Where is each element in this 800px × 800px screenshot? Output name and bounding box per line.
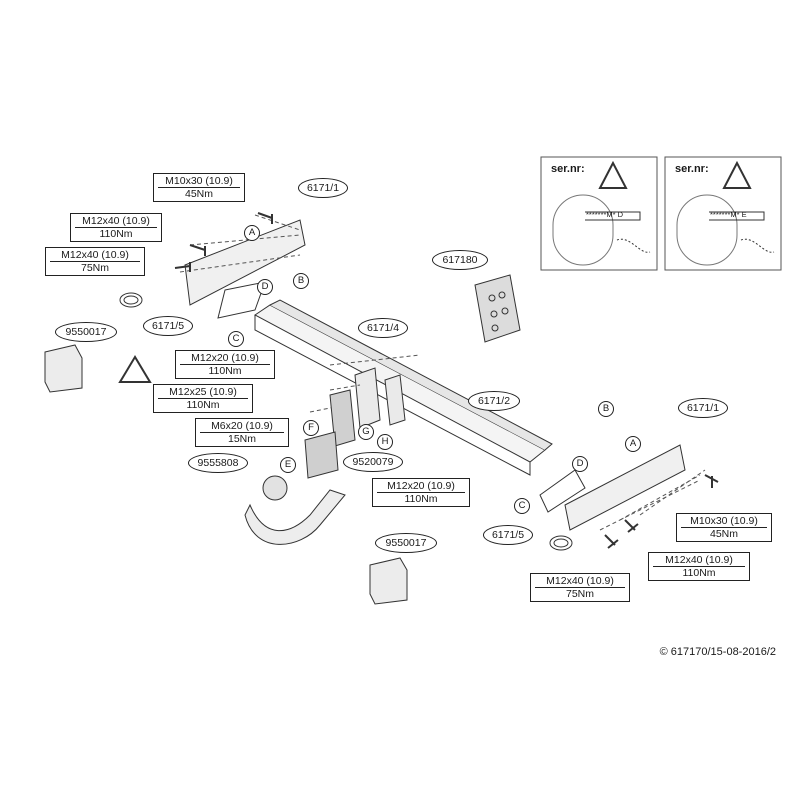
part-6171-4: 6171/4 xyxy=(358,318,408,338)
callout-e: E xyxy=(280,457,296,473)
copyright-note: © 617170/15-08-2016/2 xyxy=(659,646,776,658)
bolt-spec-m12x20-upper: M12x20 (10.9)110Nm xyxy=(175,350,275,379)
bolt-spec-m10x30-left: M10x30 (10.9)45Nm xyxy=(153,173,245,202)
ball-neck-shape xyxy=(244,489,346,545)
callout-d-right: D xyxy=(572,456,588,472)
callout-c-left: C xyxy=(228,331,244,347)
part-9550017-left: 9550017 xyxy=(55,322,117,342)
socket-shape xyxy=(329,389,356,447)
bolt-spec-m12x25: M12x25 (10.9)110Nm xyxy=(153,384,253,413)
part-6171-2: 6171/2 xyxy=(468,391,520,411)
wiring-kit-left-box xyxy=(44,344,83,393)
bolt-spec-m12x40-75-left: M12x40 (10.9)75Nm xyxy=(45,247,145,276)
part-9550017-right: 9550017 xyxy=(375,533,437,553)
callout-b-right: B xyxy=(598,401,614,417)
o-ring-left xyxy=(119,292,143,308)
socket-plate-shape xyxy=(474,274,521,343)
o-ring-right xyxy=(549,535,573,551)
bolt-spec-m12x40-110-left: M12x40 (10.9)110Nm xyxy=(70,213,162,242)
serial-panel-2-heading: ser.nr: xyxy=(675,163,709,175)
part-6171-5-left: 6171/5 xyxy=(143,316,193,336)
part-6171-1-right: 6171/1 xyxy=(678,398,728,418)
serial-panel-1-frame xyxy=(540,156,658,271)
callout-g: G xyxy=(358,424,374,440)
center-bracket xyxy=(354,367,381,429)
serial-panel-1-code: *******M* D xyxy=(586,210,624,219)
bolt-spec-m10x30-right: M10x30 (10.9)45Nm xyxy=(676,513,772,542)
serial-panel-1-heading: ser.nr: xyxy=(551,163,585,175)
bolt-spec-m12x40-75-right: M12x40 (10.9)75Nm xyxy=(530,573,630,602)
part-6171-5-right: 6171/5 xyxy=(483,525,533,545)
callout-d-left: D xyxy=(257,279,273,295)
serial-panel-2-frame xyxy=(664,156,782,271)
part-6171-1-left: 6171/1 xyxy=(298,178,348,198)
bolt-spec-m12x20-lower: M12x20 (10.9)110Nm xyxy=(372,478,470,507)
callout-h: H xyxy=(377,434,393,450)
warning-triangle-left xyxy=(118,355,152,383)
part-617180: 617180 xyxy=(432,250,488,270)
part-9520079: 9520079 xyxy=(343,452,403,472)
callout-b-left: B xyxy=(293,273,309,289)
right-bracket xyxy=(564,444,686,531)
callout-a-right: A xyxy=(625,436,641,452)
serial-panel-2-code: *******M* E xyxy=(710,210,747,219)
wiring-kit-right-box xyxy=(369,557,408,605)
part-9555808: 9555808 xyxy=(188,453,248,473)
bolt-spec-m12x40-110-right: M12x40 (10.9)110Nm xyxy=(648,552,750,581)
callout-c-right: C xyxy=(514,498,530,514)
bolt-spec-m6x20: M6x20 (10.9)15Nm xyxy=(195,418,289,447)
callout-f: F xyxy=(303,420,319,436)
callout-a-left: A xyxy=(244,225,260,241)
